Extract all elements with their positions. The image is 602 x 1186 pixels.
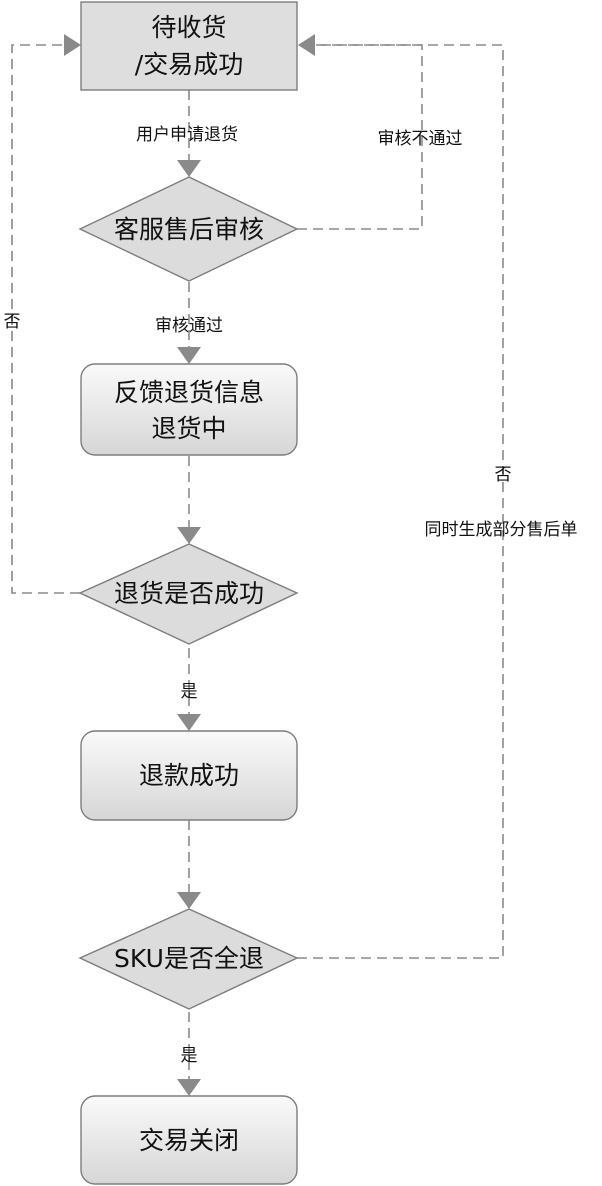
flow-sku-no-loop	[297, 44, 504, 959]
node-feedback: 反馈退货信息 退货中	[80, 363, 298, 456]
arrowhead-down-feedback	[177, 347, 201, 364]
node-feedback-line2: 退货中	[151, 414, 226, 443]
node-closed: 交易关闭	[80, 1095, 298, 1185]
decision-sku-check-label: SKU是否全退	[114, 944, 264, 973]
arrowhead-down-returncheck	[177, 527, 201, 544]
node-feedback-line1: 反馈退货信息	[114, 378, 264, 407]
arrowhead-down-closed	[177, 1079, 201, 1096]
flow-return-no-loop	[11, 44, 80, 594]
node-closed-label: 交易关闭	[139, 1126, 239, 1155]
arrowhead-left-start	[298, 34, 315, 56]
decision-return-check-label: 退货是否成功	[114, 579, 264, 608]
label-sku-yes: 是	[181, 1046, 198, 1066]
connectors	[11, 44, 504, 1087]
label-return-no: 否	[4, 312, 21, 332]
arrowheads	[64, 34, 315, 1096]
arrowhead-down-review	[177, 160, 201, 177]
label-review-fail: 审核不通过	[378, 129, 463, 149]
label-review-pass: 审核通过	[155, 316, 223, 336]
node-refund-label: 退款成功	[139, 761, 239, 790]
node-start-line1: 待收货	[151, 13, 226, 42]
flow-review-fail-loop	[297, 44, 423, 230]
node-refund: 退款成功	[80, 730, 298, 821]
decision-return-check: 退货是否成功	[78, 543, 299, 645]
label-sku-no-note: 同时生成部分售后单	[425, 520, 578, 540]
node-start: 待收货 /交易成功	[80, 1, 298, 91]
arrowhead-down-refund	[177, 714, 201, 731]
decision-sku-check: SKU是否全退	[78, 908, 299, 1010]
arrowhead-down-skucheck	[177, 892, 201, 909]
node-start-line2: /交易成功	[135, 50, 243, 79]
label-return-yes: 是	[181, 682, 198, 702]
label-apply-refund: 用户申请退货	[136, 125, 238, 145]
label-sku-no: 否	[495, 465, 512, 485]
decision-review-label: 客服售后审核	[114, 215, 264, 244]
arrowhead-right-start	[64, 34, 81, 56]
edge-labels: 用户申请退货 审核不通过 审核通过 否 是 否 同时生成部分售后单 是	[4, 125, 578, 1066]
decision-review: 客服售后审核	[78, 176, 299, 282]
